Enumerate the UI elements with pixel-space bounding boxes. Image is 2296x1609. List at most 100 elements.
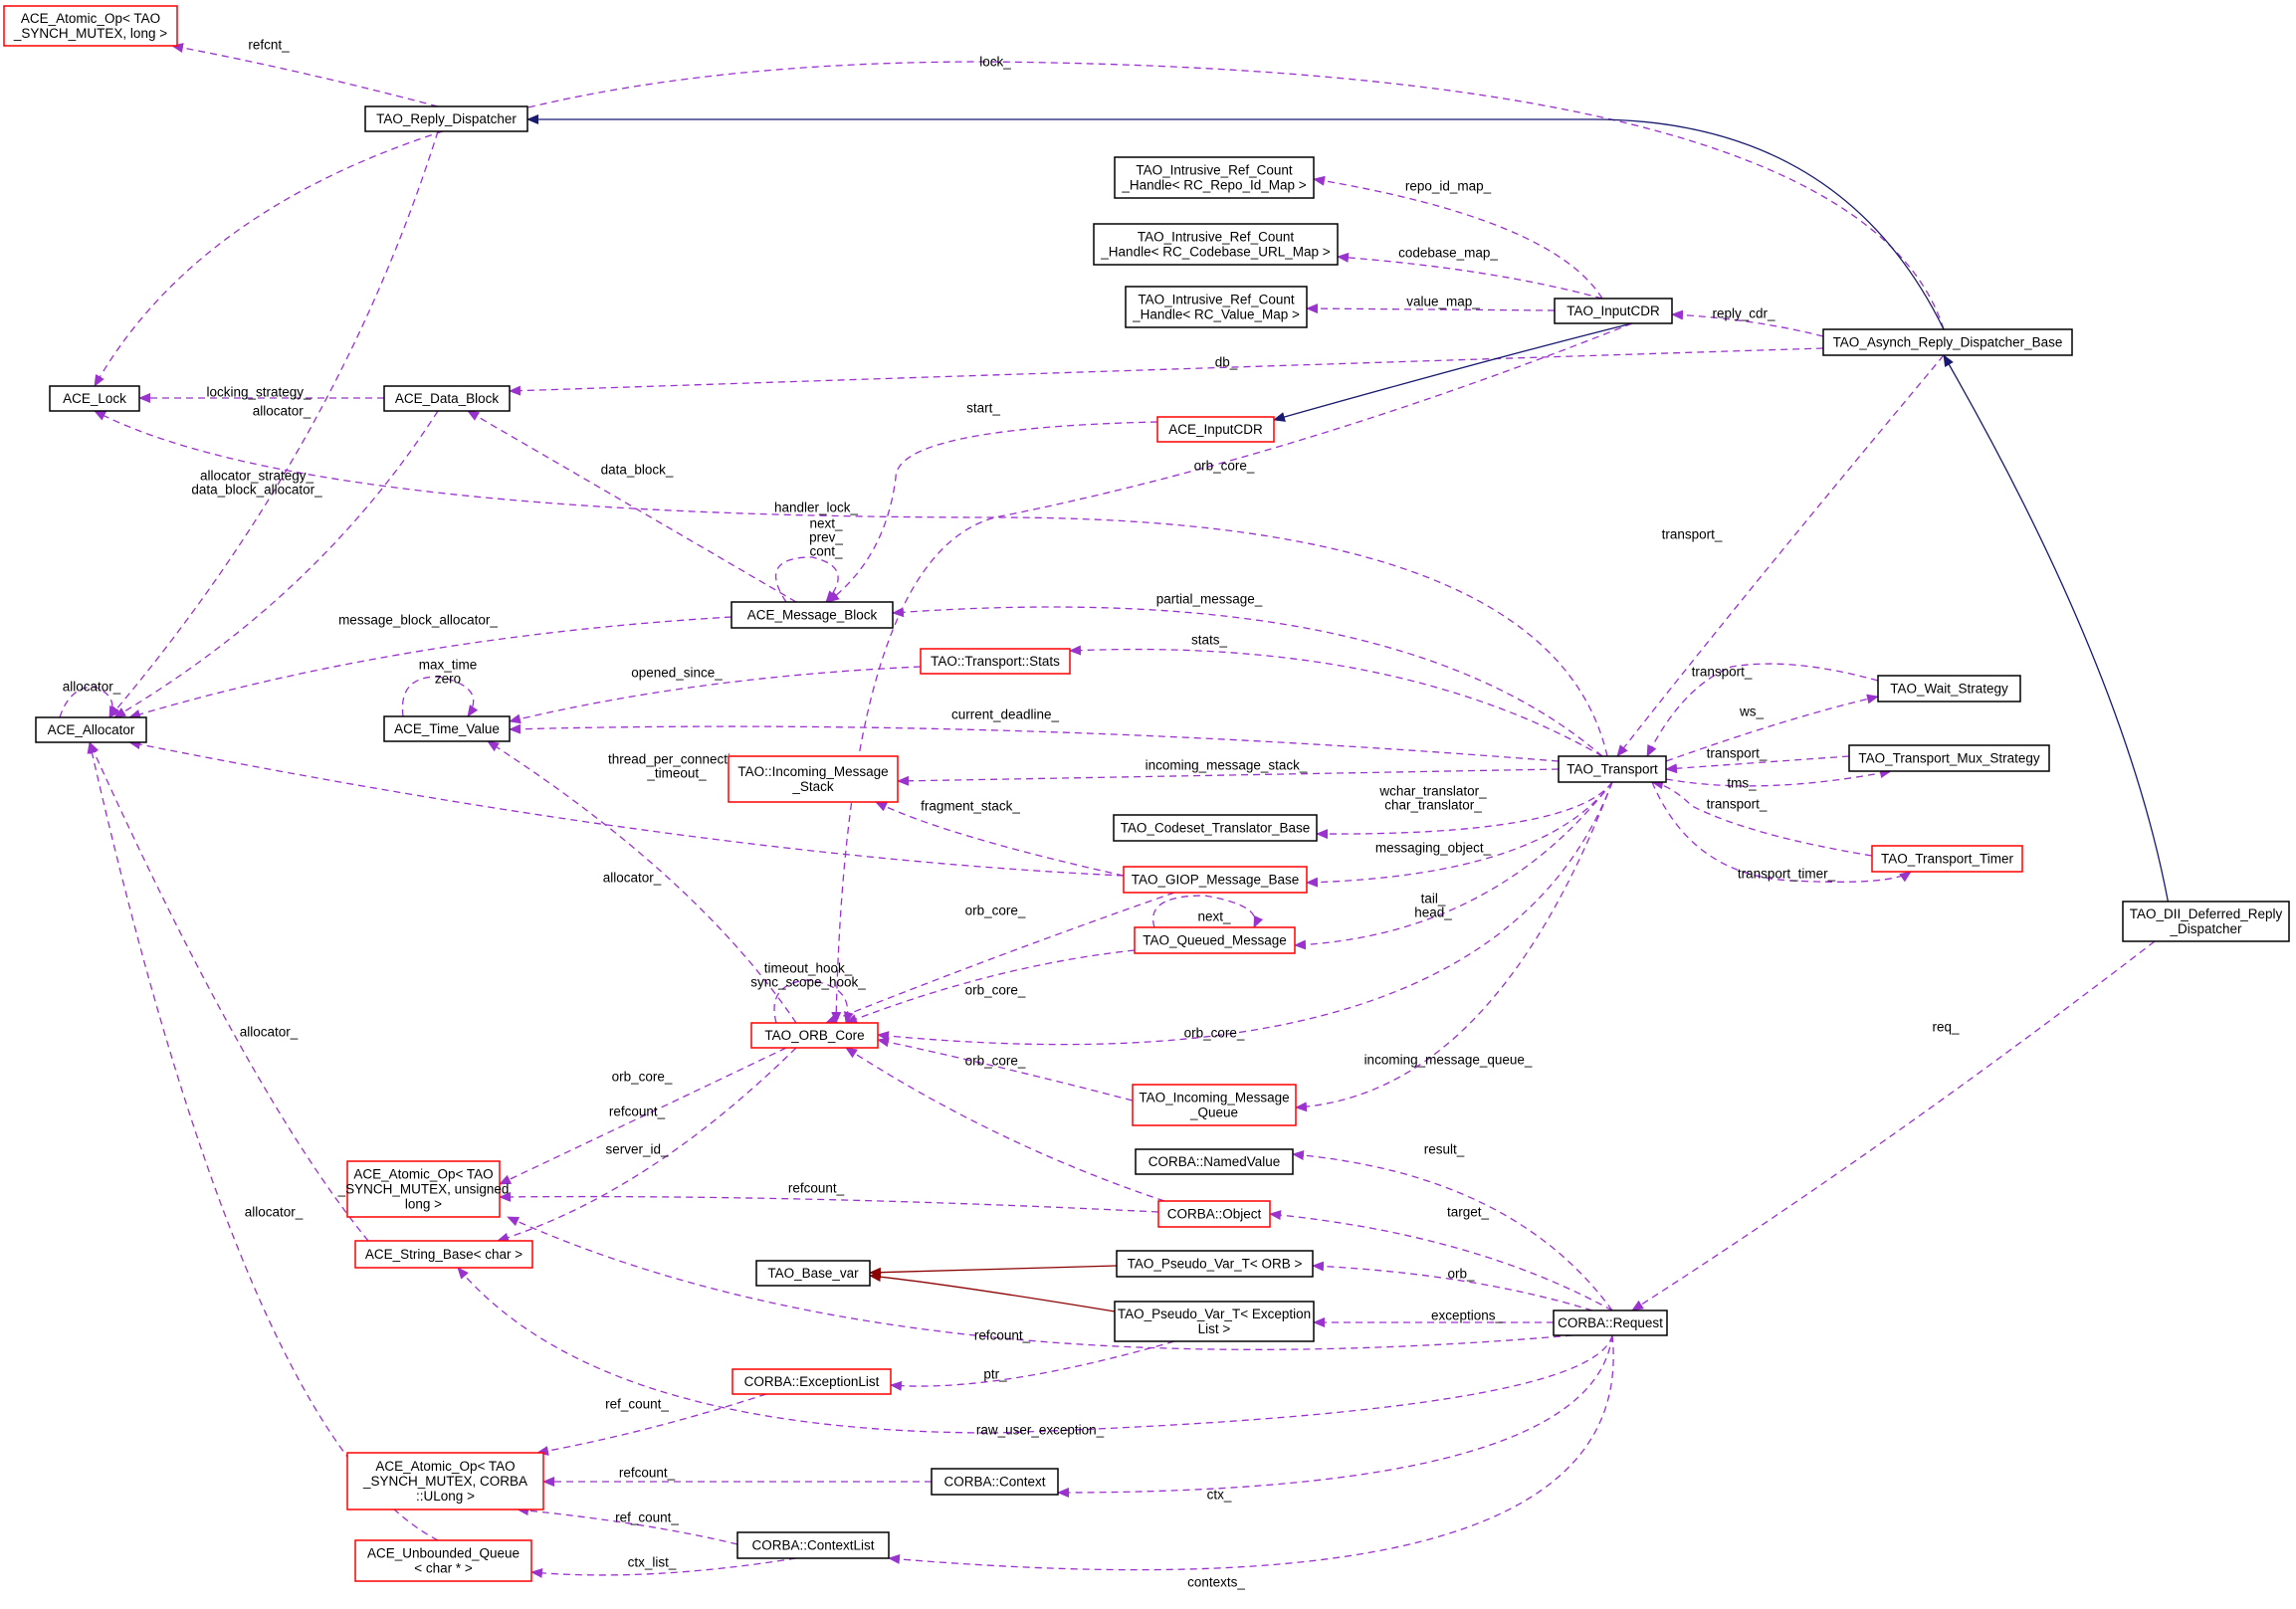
edge-label: data_block_ [601,463,674,478]
edge-tao-inputcdr-to-tao-irc-value [1306,303,1556,314]
edge-label: prev_ [809,530,843,545]
edge-label: ref_count_ [605,1397,669,1412]
class-node-box [354,1240,533,1269]
class-node-box [1113,814,1318,842]
edge-tao-pseudo-exception-to-tao-base-var [869,1272,1116,1312]
class-node-label: _SYNCH_MUTEX, unsigned [337,1182,510,1197]
edge-corba-contextlist-to-ace-atomic-op-ulong [517,1506,738,1545]
class-node-tao-transport-stats[interactable]: TAO::Transport::Stats [920,648,1071,675]
edge-label: sync_scope_hook_ [750,975,866,990]
edge-ace-unbounded-queue-to-ace-allocator [87,741,439,1541]
class-node-corba-context[interactable]: CORBA::Context [931,1468,1059,1496]
class-node-tao-reply-dispatcher[interactable]: TAO_Reply_Dispatcher [364,105,528,132]
edge-label: orb_core_ [612,1070,673,1085]
class-node-tao-transport[interactable]: TAO_Transport [1558,755,1667,783]
edge-corba-request-to-corba-context [1057,1334,1613,1498]
class-node-ace-allocator[interactable]: ACE_Allocator [35,716,147,743]
nodes-layer: ACE_Atomic_Op< TAO_SYNCH_MUTEX, long > TA… [3,5,2290,1582]
class-node-tao-transport-timer[interactable]: TAO_Transport_Timer [1871,845,2023,873]
class-node-ace-string-base[interactable]: ACE_String_Base< char > [354,1240,533,1269]
edge-tao-reply-dispatcher-to-ace-atomic-op-long [171,43,439,107]
class-node-box [1116,1250,1314,1278]
edge-label: fragment_stack_ [921,799,1020,814]
class-node-box [1156,416,1275,443]
class-node-corba-contextlist[interactable]: CORBA::ContextList [736,1531,890,1559]
class-node-tao-pseudo-orb[interactable]: TAO_Pseudo_Var_T< ORB > [1116,1250,1314,1278]
edge-label: refcnt_ [248,38,290,53]
class-node-corba-exceptionlist[interactable]: CORBA::ExceptionList [731,1368,892,1395]
class-node-label: ACE_Atomic_Op< TAO [353,1167,493,1182]
class-node-ace-data-block[interactable]: ACE_Data_Block [383,385,511,412]
edge-label: cont_ [809,544,843,559]
edge-label: allocator_ [603,871,662,886]
class-node-ace-atomic-op-long[interactable]: ACE_Atomic_Op< TAO_SYNCH_MUTEX, long > [3,5,178,47]
class-node-tao-dii[interactable]: TAO_DII_Deferred_Reply_Dispatcher [2122,901,2290,942]
class-node-ace-lock[interactable]: ACE_Lock [49,385,140,412]
edge-label: zero [435,672,461,687]
class-node-tao-transport-mux[interactable]: TAO_Transport_Mux_Strategy [1848,744,2050,772]
edge-label: server_id_ [605,1142,669,1157]
class-node-tao-irc-repo[interactable]: TAO_Intrusive_Ref_Count_Handle< RC_Repo_… [1114,156,1315,199]
edge-tao-transport-to-tao-transport-mux [1665,768,1892,787]
class-node-label: TAO::Incoming_Message [737,764,888,779]
class-node-box [728,755,899,803]
class-node-ace-atomic-op-ulong[interactable]: ACE_Atomic_Op< TAO_SYNCH_MUTEX, CORBA::U… [346,1452,544,1510]
class-node-tao-base-var[interactable]: TAO_Base_var [755,1260,871,1287]
class-node-box [1123,866,1308,894]
class-node-label: _Queue [1189,1106,1238,1120]
class-node-ace-inputcdr[interactable]: ACE_InputCDR [1156,416,1275,443]
edge-label: transport_ [1707,797,1768,812]
class-node-tao-wait-strategy[interactable]: TAO_Wait_Strategy [1877,675,2021,703]
class-node-ace-message-block[interactable]: ACE_Message_Block [731,601,894,629]
edge-label: tms_ [1727,776,1757,791]
class-node-box [1114,156,1315,199]
class-node-tao-asynch[interactable]: TAO_Asynch_Reply_Dispatcher_Base [1822,328,2073,356]
class-node-corba-namedvalue[interactable]: CORBA::NamedValue [1135,1148,1294,1175]
class-node-ace-unbounded-queue[interactable]: ACE_Unbounded_Queue< char * > [354,1539,532,1582]
class-node-label: TAO_Incoming_Message [1139,1091,1289,1106]
class-node-label: CORBA::Request [1558,1315,1663,1330]
class-node-box [1093,223,1339,266]
edge-tao-transport-timer-to-tao-transport [1651,779,1873,857]
class-node-label: TAO_InputCDR [1566,303,1660,318]
class-node-box [364,105,528,132]
class-node-label: ACE_Time_Value [394,721,500,736]
class-node-box [1877,675,2021,703]
edge-corba-request-to-corba-object [1269,1210,1613,1311]
class-node-label: ACE_Lock [63,391,126,406]
edge-tao-transport-to-tao-transport-timer [1651,781,1912,883]
edge-corba-exceptionlist-to-ace-atomic-op-ulong [536,1393,767,1456]
class-node-label: < char * > [414,1561,473,1576]
class-node-tao-orb-core[interactable]: TAO_ORB_Core [750,1022,879,1049]
class-node-corba-request[interactable]: CORBA::Request [1553,1309,1668,1336]
edge-label: orb_core_ [1194,459,1255,474]
edge-tao-transport-to-ace-message-block [892,606,1603,757]
class-node-tao-incoming-stack[interactable]: TAO::Incoming_Message_Stack [728,755,899,803]
class-node-ace-time-value[interactable]: ACE_Time_Value [383,715,511,742]
class-node-tao-pseudo-exception[interactable]: TAO_Pseudo_Var_T< ExceptionList > [1114,1301,1315,1342]
class-node-tao-inputcdr[interactable]: TAO_InputCDR [1554,298,1673,324]
class-node-label: _Dispatcher [2169,921,2242,936]
class-node-ace-atomic-op-unsigned[interactable]: ACE_Atomic_Op< TAO_SYNCH_MUTEX, unsigned… [337,1160,510,1218]
class-node-label: ACE_Data_Block [395,391,500,406]
class-node-tao-irc-codebase[interactable]: TAO_Intrusive_Ref_Count_Handle< RC_Codeb… [1093,223,1339,266]
edge-label: req_ [1932,1020,1960,1035]
class-node-box [1125,286,1308,328]
edge-ace-inputcdr-to-ace-message-block [827,421,1158,603]
class-node-box [920,648,1071,675]
class-node-corba-object[interactable]: CORBA::Object [1157,1200,1271,1228]
class-node-tao-irc-value[interactable]: TAO_Intrusive_Ref_Count_Handle< RC_Value… [1125,286,1308,328]
edge-label: current_deadline_ [951,707,1060,722]
class-node-tao-queued-message[interactable]: TAO_Queued_Message [1134,926,1296,954]
class-node-box [1132,1084,1297,1126]
edge-label: orb_ [1447,1267,1475,1282]
class-node-label: CORBA::Object [1167,1207,1262,1222]
class-node-tao-codeset[interactable]: TAO_Codeset_Translator_Base [1113,814,1318,842]
edge-label: wchar_translator_ [1378,784,1487,799]
edge-label: orb_core_ [1184,1026,1245,1041]
edge-tao-orb-core-to-tao-orb-core [773,979,854,1024]
edge-label: allocator_ [245,1205,304,1220]
class-node-tao-incoming-queue[interactable]: TAO_Incoming_Message_Queue [1132,1084,1297,1126]
class-node-label: TAO::Transport::Stats [931,654,1060,669]
class-node-tao-giop[interactable]: TAO_GIOP_Message_Base [1123,866,1308,894]
